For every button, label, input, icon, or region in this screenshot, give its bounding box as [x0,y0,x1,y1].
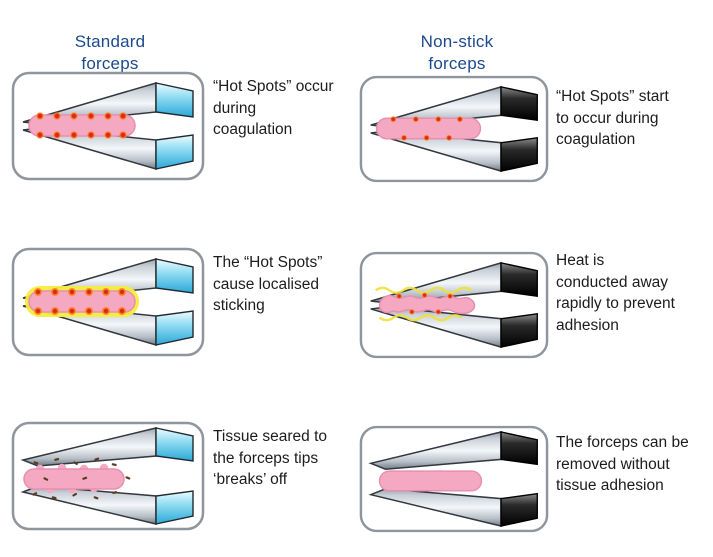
tissue [28,114,136,137]
forceps-handle [155,258,194,294]
forceps-handle [155,427,194,462]
illustration-standard-sticking [11,247,205,357]
forceps-handle [500,262,538,297]
forceps-handle [155,134,194,170]
forceps-handle [155,82,194,118]
forceps-handle [500,431,538,466]
illustration-nonstick-clean-release [359,425,549,533]
forceps-handle [155,490,194,525]
caption-nonstick-coagulation: “Hot Spots” start to occur during coagul… [556,88,669,148]
nonstick-forceps-header: Non-stick forceps [420,32,494,73]
forceps-handle [500,137,538,172]
heat-wave-line [378,314,463,322]
hot-spot-dots [36,112,127,139]
hot-spot-dots [33,288,127,316]
caption-standard-sticking: The “Hot Spots” cause localised sticking [213,254,323,314]
seared-specks [32,457,131,500]
forceps-handle [500,492,538,527]
illustration-standard-tissue-tear [11,421,205,531]
forceps-handle [500,86,538,121]
forceps-handle [500,313,538,348]
caption-standard-coagulation: “Hot Spots” occur during coagulation [213,78,334,138]
illustration-standard-coagulation [11,71,205,181]
hot-spot-dots [390,116,463,141]
illustration-nonstick-coagulation [359,75,549,183]
standard-forceps-header: Standard forceps [74,32,146,73]
illustration-nonstick-heat-dissipation [359,251,549,359]
caption-standard-tissue-tear: Tissue seared to the forceps tips ‘break… [213,428,328,488]
forceps-handle [155,310,194,346]
hot-spot-dots [396,292,453,315]
tissue-detached [23,463,125,494]
tissue-released [378,470,483,492]
tissue [28,290,136,313]
caption-nonstick-clean-release: The forceps can be removed without tissu… [556,434,689,494]
caption-nonstick-heat-dissipation: Heat is conducted away rapidly to preven… [556,252,675,334]
